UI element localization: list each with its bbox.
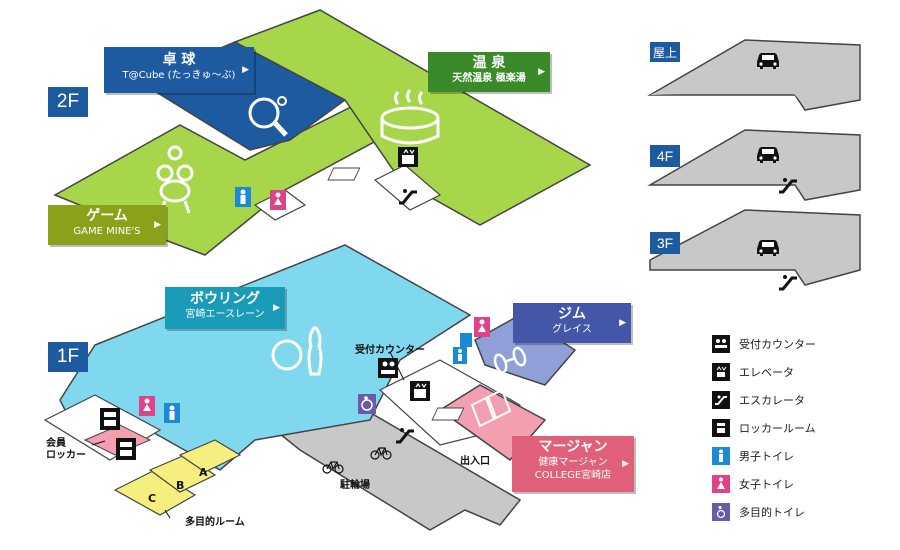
ping-pong-icon bbox=[248, 96, 288, 137]
game-subtitle: GAME MINE'S bbox=[73, 226, 141, 237]
pingpong-title: 卓 球 bbox=[162, 52, 196, 68]
mahjong-callout[interactable]: マージャン 健康マージャン COLLEGE宮崎店 ▶ bbox=[512, 436, 634, 492]
women-toilet-icon bbox=[139, 396, 155, 416]
legend-item-reception: 受付カウンター bbox=[712, 334, 816, 354]
legend-label: 男子トイレ bbox=[739, 450, 794, 463]
bicycle-parking-label: 駐輪場 bbox=[340, 480, 370, 491]
gym-callout[interactable]: ジム グレイス ▶ bbox=[513, 303, 631, 343]
legend-item-escalator: エスカレータ bbox=[712, 390, 805, 410]
floor-label-roof: 屋上 bbox=[650, 42, 680, 62]
bowling-subtitle: 宮崎エースレーン bbox=[185, 309, 265, 320]
pingpong-callout[interactable]: 卓 球 T@Cube (たっきゅ〜ぶ) ▶ bbox=[104, 47, 254, 93]
locker-icon bbox=[116, 438, 136, 460]
gym-area bbox=[474, 314, 577, 386]
game-title: ゲーム bbox=[86, 208, 128, 224]
legend-label: 女子トイレ bbox=[739, 478, 794, 491]
men-toilet-icon bbox=[460, 333, 472, 347]
reception-icon bbox=[378, 358, 398, 378]
legend-label: エレベータ bbox=[739, 366, 794, 379]
room-a-label: A bbox=[199, 466, 208, 479]
men-toilet-icon bbox=[712, 447, 730, 465]
women-toilet-icon bbox=[712, 475, 730, 493]
bowling-callout[interactable]: ボウリング 宮崎エースレーン ▶ bbox=[165, 287, 285, 329]
women-toilet-icon bbox=[474, 317, 490, 337]
chevron-right-icon: ▶ bbox=[154, 220, 161, 230]
dumbbell-icon bbox=[493, 346, 527, 374]
car-icon bbox=[757, 53, 779, 69]
women-toilet-icon bbox=[270, 190, 286, 210]
entrance-label: 出入口 bbox=[460, 456, 490, 467]
gym-subtitle: グレイス bbox=[552, 324, 592, 335]
onsen-subtitle: 天然温泉 極楽湯 bbox=[452, 73, 526, 84]
member-locker-label-1: 会員 bbox=[46, 438, 66, 449]
multipurpose-room-label: 多目的ルーム bbox=[185, 517, 245, 528]
room-b-label: B bbox=[176, 479, 185, 492]
onsen-area bbox=[233, 9, 592, 226]
pingpong-subtitle: T@Cube (たっきゅ〜ぶ) bbox=[122, 70, 236, 81]
car-icon bbox=[757, 147, 779, 163]
legend-item-accessible-toilet: 多目的トイレ bbox=[712, 502, 805, 522]
elevator-icon bbox=[410, 381, 430, 401]
accessible-toilet-icon bbox=[712, 503, 730, 521]
locker-icon bbox=[100, 408, 120, 430]
floor-3f-plan bbox=[649, 209, 861, 291]
legend-label: エスカレータ bbox=[739, 394, 805, 407]
onsen-title: 温 泉 bbox=[472, 55, 506, 71]
bowling-icon bbox=[271, 326, 323, 376]
accessible-toilet-icon bbox=[358, 394, 376, 414]
legend-item-elevator: エレベータ bbox=[712, 362, 794, 382]
escalator-icon bbox=[777, 273, 799, 291]
bowling-title: ボウリング bbox=[190, 291, 260, 307]
floor-label-4f: 4F bbox=[650, 145, 680, 167]
chevron-right-icon: ▶ bbox=[622, 459, 629, 469]
mahjong-tile-icon bbox=[470, 388, 512, 428]
mahjong-subtitle-2: COLLEGE宮崎店 bbox=[534, 470, 612, 481]
mahjong-subtitle: 健康マージャン bbox=[538, 457, 608, 468]
locker-icon bbox=[712, 419, 730, 437]
elevator-icon bbox=[398, 147, 418, 167]
floor-label-2f: 2F bbox=[48, 87, 88, 117]
elevator-icon bbox=[712, 363, 730, 381]
men-toilet-icon bbox=[235, 187, 251, 207]
chevron-right-icon: ▶ bbox=[619, 318, 626, 328]
mahjong-title: マージャン bbox=[538, 439, 608, 455]
chevron-right-icon: ▶ bbox=[538, 67, 545, 77]
game-callout[interactable]: ゲーム GAME MINE'S ▶ bbox=[48, 205, 166, 245]
legend-label: 多目的トイレ bbox=[739, 506, 805, 519]
floor-1f-plan bbox=[43, 244, 577, 531]
men-toilet-icon bbox=[164, 403, 180, 423]
legend-item-women-toilet: 女子トイレ bbox=[712, 474, 794, 494]
legend-item-locker: ロッカールーム bbox=[712, 418, 816, 438]
escalator-icon bbox=[712, 391, 730, 409]
legend-label: ロッカールーム bbox=[739, 422, 816, 435]
member-locker-label-2: ロッカー bbox=[46, 450, 86, 461]
legend-label: 受付カウンター bbox=[739, 338, 816, 351]
onsen-callout[interactable]: 温 泉 天然温泉 極楽湯 ▶ bbox=[428, 52, 550, 92]
chevron-right-icon: ▶ bbox=[273, 303, 280, 313]
floor-4f-plan bbox=[647, 129, 861, 201]
men-toilet-icon bbox=[453, 347, 467, 364]
car-icon bbox=[757, 240, 779, 256]
hot-spring-icon bbox=[380, 89, 440, 145]
legend-item-men-toilet: 男子トイレ bbox=[712, 446, 794, 466]
reception-icon bbox=[712, 335, 730, 353]
floor-label-3f: 3F bbox=[650, 232, 680, 254]
reception-label: 受付カウンター bbox=[355, 345, 425, 356]
floor-label-1f: 1F bbox=[48, 342, 88, 372]
gym-title: ジム bbox=[558, 306, 586, 322]
roof-floor-plan bbox=[647, 39, 861, 111]
room-c-label: C bbox=[148, 492, 157, 505]
chevron-right-icon: ▶ bbox=[242, 65, 249, 75]
